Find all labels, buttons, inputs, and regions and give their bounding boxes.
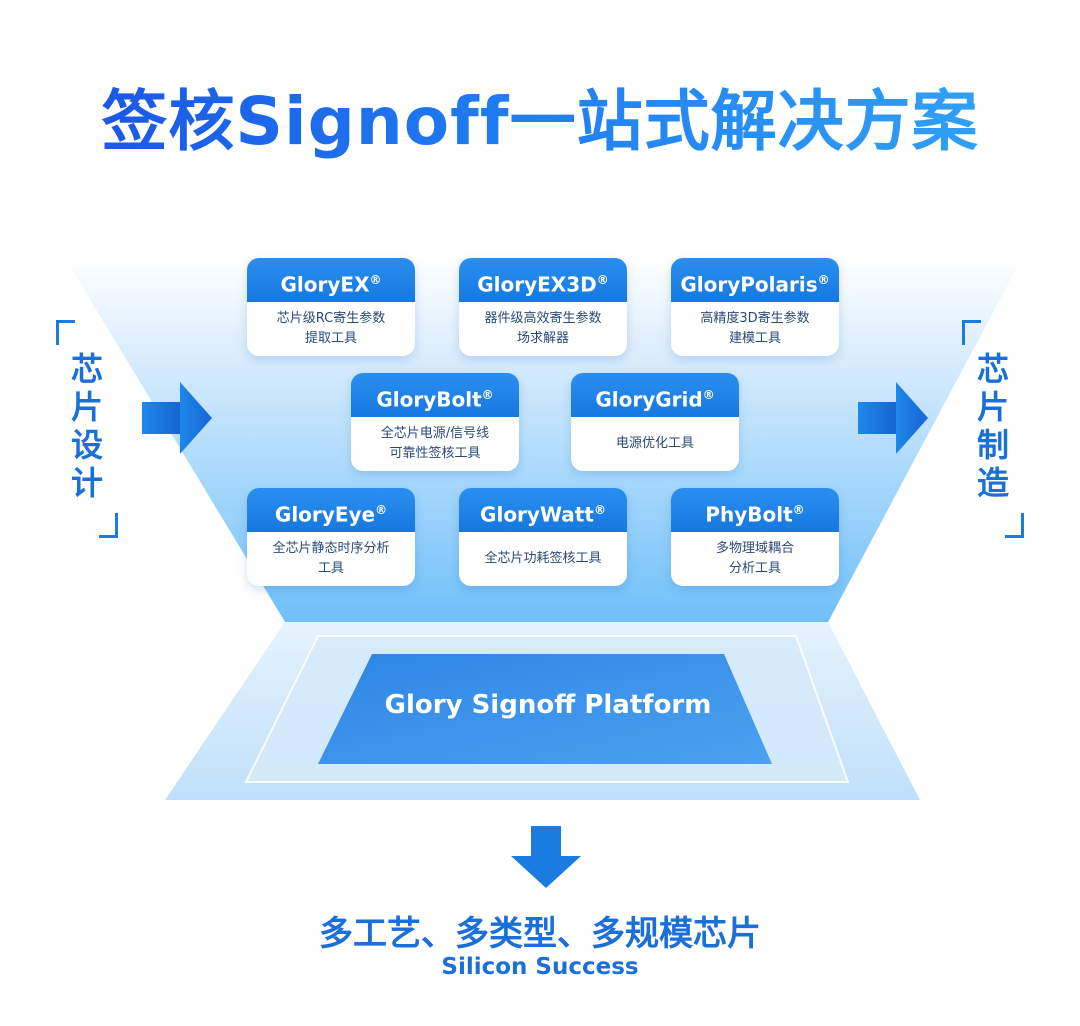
tool-card-title: GloryEye® xyxy=(247,488,415,532)
chip-manufacturing-label: 芯 片 制 造 xyxy=(976,350,1009,502)
tool-card-title: GloryPolaris® xyxy=(671,258,839,302)
result-english: Silicon Success xyxy=(441,954,639,980)
tool-card-desc: 全芯片静态时序分析 工具 xyxy=(272,541,390,576)
tool-card-glorybolt[interactable]: GloryBolt® 全芯片电源/信号线 可靠性签核工具 xyxy=(351,373,519,471)
tool-card-gloryeye[interactable]: GloryEye® 全芯片静态时序分析 工具 xyxy=(247,488,415,586)
bracket-corner xyxy=(962,320,981,345)
tool-card-desc: 全芯片电源/信号线 可靠性签核工具 xyxy=(380,426,490,461)
arrow-down-icon xyxy=(511,826,581,888)
arrow-right-right-icon xyxy=(858,382,928,454)
tool-card-phybolt[interactable]: PhyBolt® 多物理域耦合 分析工具 xyxy=(671,488,839,586)
tool-card-gloryex[interactable]: GloryEX® 芯片级RC寄生参数 提取工具 xyxy=(247,258,415,356)
tool-card-glorygrid[interactable]: GloryGrid® 电源优化工具 xyxy=(571,373,739,471)
tool-card-title: GloryEX® xyxy=(247,258,415,302)
bracket-corner xyxy=(99,513,118,538)
chip-design-label: 芯 片 设 计 xyxy=(70,350,103,502)
tool-card-desc: 多物理域耦合 分析工具 xyxy=(715,541,794,576)
page-title: 签核Signoff一站式解决方案 xyxy=(0,85,1080,159)
bracket-corner xyxy=(1005,513,1024,538)
tool-card-title: GloryBolt® xyxy=(351,373,519,417)
tool-card-desc: 芯片级RC寄生参数 提取工具 xyxy=(276,311,386,346)
arrow-right-left-icon xyxy=(142,382,212,454)
platform-label: Glory Signoff Platform xyxy=(384,690,712,720)
tool-card-desc: 全芯片功耗签核工具 xyxy=(484,551,602,566)
tool-card-glorypolaris[interactable]: GloryPolaris® 高精度3D寄生参数 建模工具 xyxy=(671,258,839,356)
tool-card-desc: 电源优化工具 xyxy=(615,436,694,451)
tool-card-desc: 高精度3D寄生参数 建模工具 xyxy=(700,311,810,346)
right-side-label: 芯 片 制 造 xyxy=(962,320,1024,538)
tool-card-title: GloryGrid® xyxy=(571,373,739,417)
tool-card-title: GloryWatt® xyxy=(459,488,627,532)
left-side-label: 芯 片 设 计 xyxy=(56,320,118,538)
tool-card-glorywatt[interactable]: GloryWatt® 全芯片功耗签核工具 xyxy=(459,488,627,586)
tool-card-desc: 器件级高效寄生参数 场求解器 xyxy=(484,311,602,346)
platform-slab xyxy=(318,654,772,764)
bracket-corner xyxy=(56,320,75,345)
result-chinese: 多工艺、多类型、多规模芯片 xyxy=(319,914,761,954)
tool-card-title: PhyBolt® xyxy=(671,488,839,532)
tool-card-gloryex3d[interactable]: GloryEX3D® 器件级高效寄生参数 场求解器 xyxy=(459,258,627,356)
tool-card-title: GloryEX3D® xyxy=(459,258,627,302)
